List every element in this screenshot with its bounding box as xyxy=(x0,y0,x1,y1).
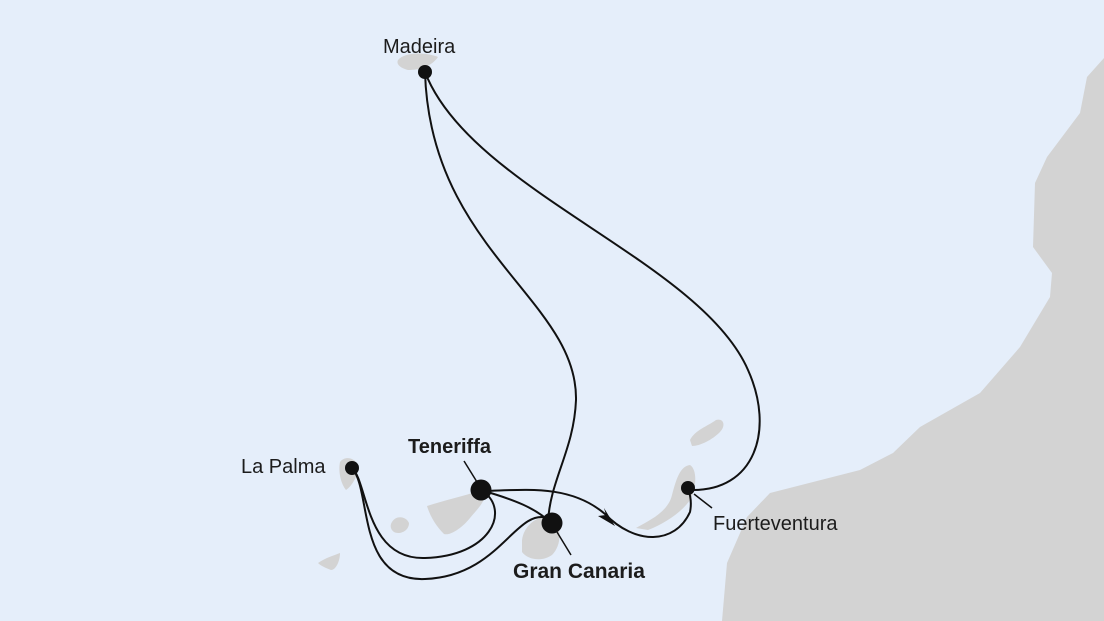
island-el-hierro xyxy=(318,553,340,570)
port-label-gran-canaria: Gran Canaria xyxy=(513,560,645,583)
island-lanzarote xyxy=(690,419,724,446)
port-label-madeira: Madeira xyxy=(383,36,456,58)
mainland-africa xyxy=(722,58,1104,621)
port-marker-la-palma[interactable] xyxy=(345,461,359,475)
port-marker-teneriffa[interactable] xyxy=(470,479,492,501)
port-marker-fuerteventura[interactable] xyxy=(681,481,695,495)
port-label-fuerteventura: Fuerteventura xyxy=(713,513,838,535)
island-teneriffa xyxy=(427,490,485,535)
leader-line-fuerteventura xyxy=(693,493,713,509)
leader-line-teneriffa xyxy=(463,460,478,483)
route-madeira-fuerteventura xyxy=(424,71,761,492)
route-madeira-gran-canaria xyxy=(424,71,578,523)
port-label-teneriffa: Teneriffa xyxy=(408,436,491,458)
leader-line-gran-canaria xyxy=(556,531,572,556)
route-direction-arrow-icon xyxy=(598,508,615,526)
island-madeira xyxy=(397,53,438,70)
port-label-la-palma: La Palma xyxy=(241,456,326,478)
route-la-palma-teneriffa xyxy=(351,467,496,560)
port-marker-gran-canaria[interactable] xyxy=(541,512,563,534)
island-fuerteventura xyxy=(636,465,696,530)
port-marker-madeira[interactable] xyxy=(418,65,432,79)
route-teneriffa-fuerteventura xyxy=(483,488,692,538)
island-la-gomera xyxy=(390,517,409,533)
route-la-palma-gran-canaria xyxy=(351,467,549,581)
